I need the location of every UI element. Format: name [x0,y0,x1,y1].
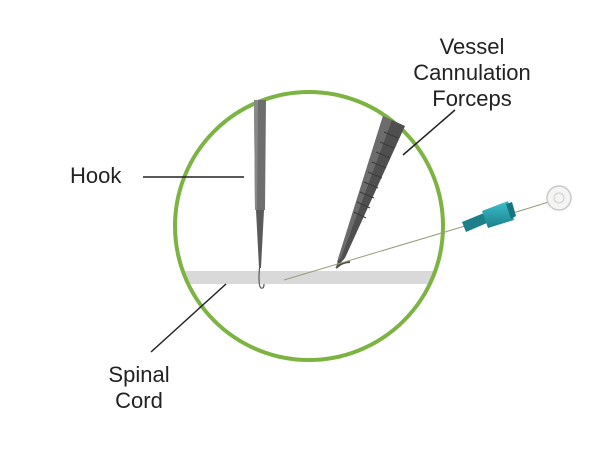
forceps-label-line-1: Vessel [439,34,505,59]
spinal-cord-label-line-2: Cord [115,388,163,413]
syringe-needle-icon [462,185,572,232]
spinal-cord-band [175,271,443,284]
hook-label: Hook [70,163,121,189]
hook-label-text: Hook [70,163,122,188]
needle-shaft-back [512,200,553,214]
forceps-label-line-3: Forceps [432,86,512,111]
spinal-cord-label-line-1: Spinal [108,362,170,387]
spinal-cord-leader-line [150,283,227,353]
forceps-label: Vessel Cannulation Forceps [400,34,544,112]
forceps-label-line-2: Cannulation [413,60,531,85]
magnifier-circle [173,90,445,362]
hook-instrument-icon [254,100,266,289]
forceps-leader-line [402,109,456,156]
spinal-cord-label: Spinal Cord [100,362,178,414]
forceps-instrument-icon [335,116,405,269]
needle-shaft [283,225,466,281]
